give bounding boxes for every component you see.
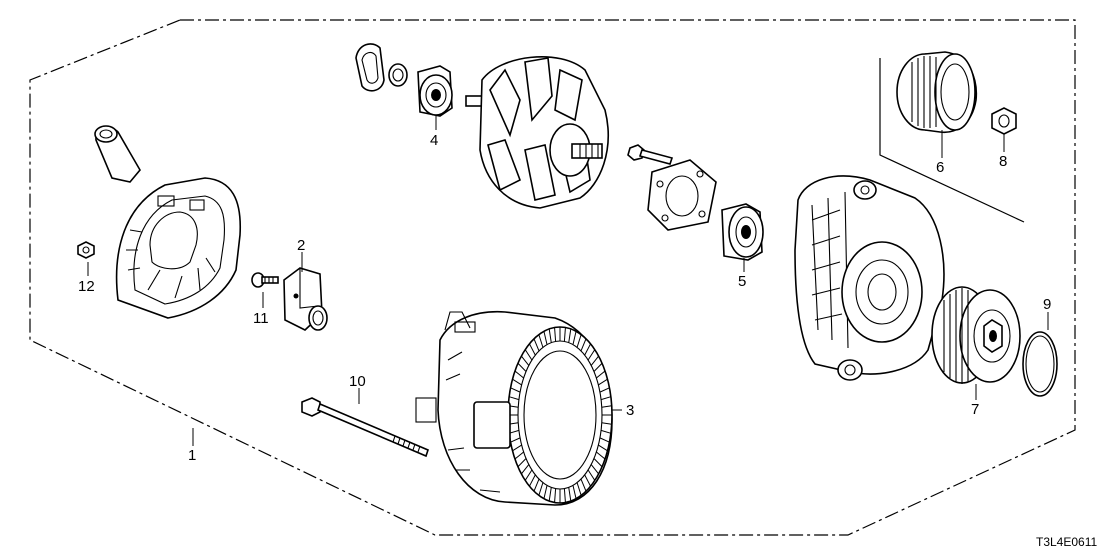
- stator-tooth: [568, 487, 572, 502]
- stator-tooth: [587, 349, 596, 361]
- stator-tooth: [514, 370, 524, 379]
- callout-9: 9: [1043, 296, 1051, 313]
- stator-tooth: [590, 355, 600, 366]
- stator-tooth: [572, 331, 577, 345]
- stator-tooth: [520, 355, 530, 366]
- stator-tooth: [587, 469, 596, 481]
- through-bolt-part-10: [301, 397, 429, 458]
- stator-tooth: [538, 334, 544, 348]
- callout-1: 1: [188, 447, 196, 464]
- nut-part-8: [991, 107, 1017, 135]
- stator-tooth: [580, 338, 587, 352]
- callout-5: 5: [738, 273, 746, 290]
- stator-tooth: [533, 478, 540, 492]
- stator-tooth: [520, 464, 530, 475]
- stator-tooth: [600, 396, 612, 401]
- callout-2: 2: [297, 237, 305, 254]
- stator-tooth: [514, 451, 524, 460]
- diagram-code: T3L4E0611: [1036, 535, 1097, 549]
- rotor: [465, 56, 609, 209]
- callout-11: 11: [253, 310, 269, 327]
- retainer-plate: [647, 159, 717, 231]
- stator-tooth: [524, 469, 533, 481]
- stator-tooth: [600, 429, 612, 434]
- stator-tooth: [563, 327, 566, 342]
- stator-tooth: [599, 437, 610, 443]
- stator-tooth: [524, 349, 533, 361]
- stator-tooth: [601, 405, 612, 408]
- stator-tooth: [510, 387, 521, 393]
- stator-tooth: [528, 343, 536, 356]
- stator-tooth: [580, 478, 587, 492]
- callout-7: 7: [971, 401, 979, 418]
- stator-tooth: [584, 343, 592, 356]
- stator-part-3: [415, 310, 613, 506]
- pulley-part-7: [931, 286, 1021, 384]
- stator-tooth: [548, 328, 552, 343]
- stator-tooth: [554, 488, 557, 503]
- brush-holder-part-2: [283, 267, 328, 331]
- pulley-part-6: [896, 51, 978, 134]
- stator-tooth: [508, 396, 520, 401]
- stator-tooth: [512, 378, 522, 386]
- stator-tooth: [576, 334, 582, 348]
- stator-tooth: [554, 327, 557, 342]
- stator-tooth: [601, 422, 612, 425]
- stator-tooth: [596, 370, 606, 379]
- stator-tooth: [510, 437, 521, 443]
- leader-lines: [87, 116, 1049, 446]
- callout-3: 3: [626, 402, 634, 419]
- stator-tooth: [548, 487, 552, 502]
- stator-tooth: [572, 485, 577, 499]
- stator-tooth: [568, 328, 572, 343]
- stator-tooth: [576, 482, 582, 496]
- stator-tooth: [517, 362, 527, 372]
- callout-4: 4: [430, 132, 438, 149]
- callout-6: 6: [936, 159, 944, 176]
- stator-tooth: [590, 464, 600, 475]
- rear-cover: [115, 177, 242, 319]
- stator-tooth: [593, 362, 603, 372]
- stator-tooth: [533, 338, 540, 352]
- stator-tooth: [596, 451, 606, 460]
- stator-tooth: [598, 444, 608, 452]
- ring-part-9: [1022, 331, 1058, 397]
- stator-tooth: [599, 387, 610, 393]
- stator-tooth: [598, 378, 608, 386]
- rear-seal: [355, 43, 385, 92]
- callout-12: 12: [78, 278, 95, 295]
- stator-tooth: [563, 488, 566, 503]
- rear-washer: [388, 63, 408, 87]
- callout-8: 8: [999, 153, 1007, 170]
- pulley-kit-bracket: [879, 58, 1025, 223]
- stator-tooth: [517, 458, 527, 468]
- assembly-boundary: [29, 19, 1076, 536]
- bearing-part-5: [721, 203, 764, 261]
- stator-tooth: [512, 444, 522, 452]
- stator-tooth: [543, 331, 548, 345]
- stator-tooth: [543, 485, 548, 499]
- stator-tooth: [528, 474, 536, 487]
- callout-10: 10: [349, 373, 366, 390]
- bearing-part-4: [417, 65, 453, 117]
- nut-part-12: [77, 241, 95, 259]
- stator-tooth: [593, 458, 603, 468]
- terminal-boot: [94, 125, 141, 183]
- stator-tooth: [584, 474, 592, 487]
- screw-part-11: [251, 272, 279, 288]
- retainer-screw: [627, 144, 674, 165]
- stator-tooth: [538, 482, 544, 496]
- front-housing: [794, 175, 945, 381]
